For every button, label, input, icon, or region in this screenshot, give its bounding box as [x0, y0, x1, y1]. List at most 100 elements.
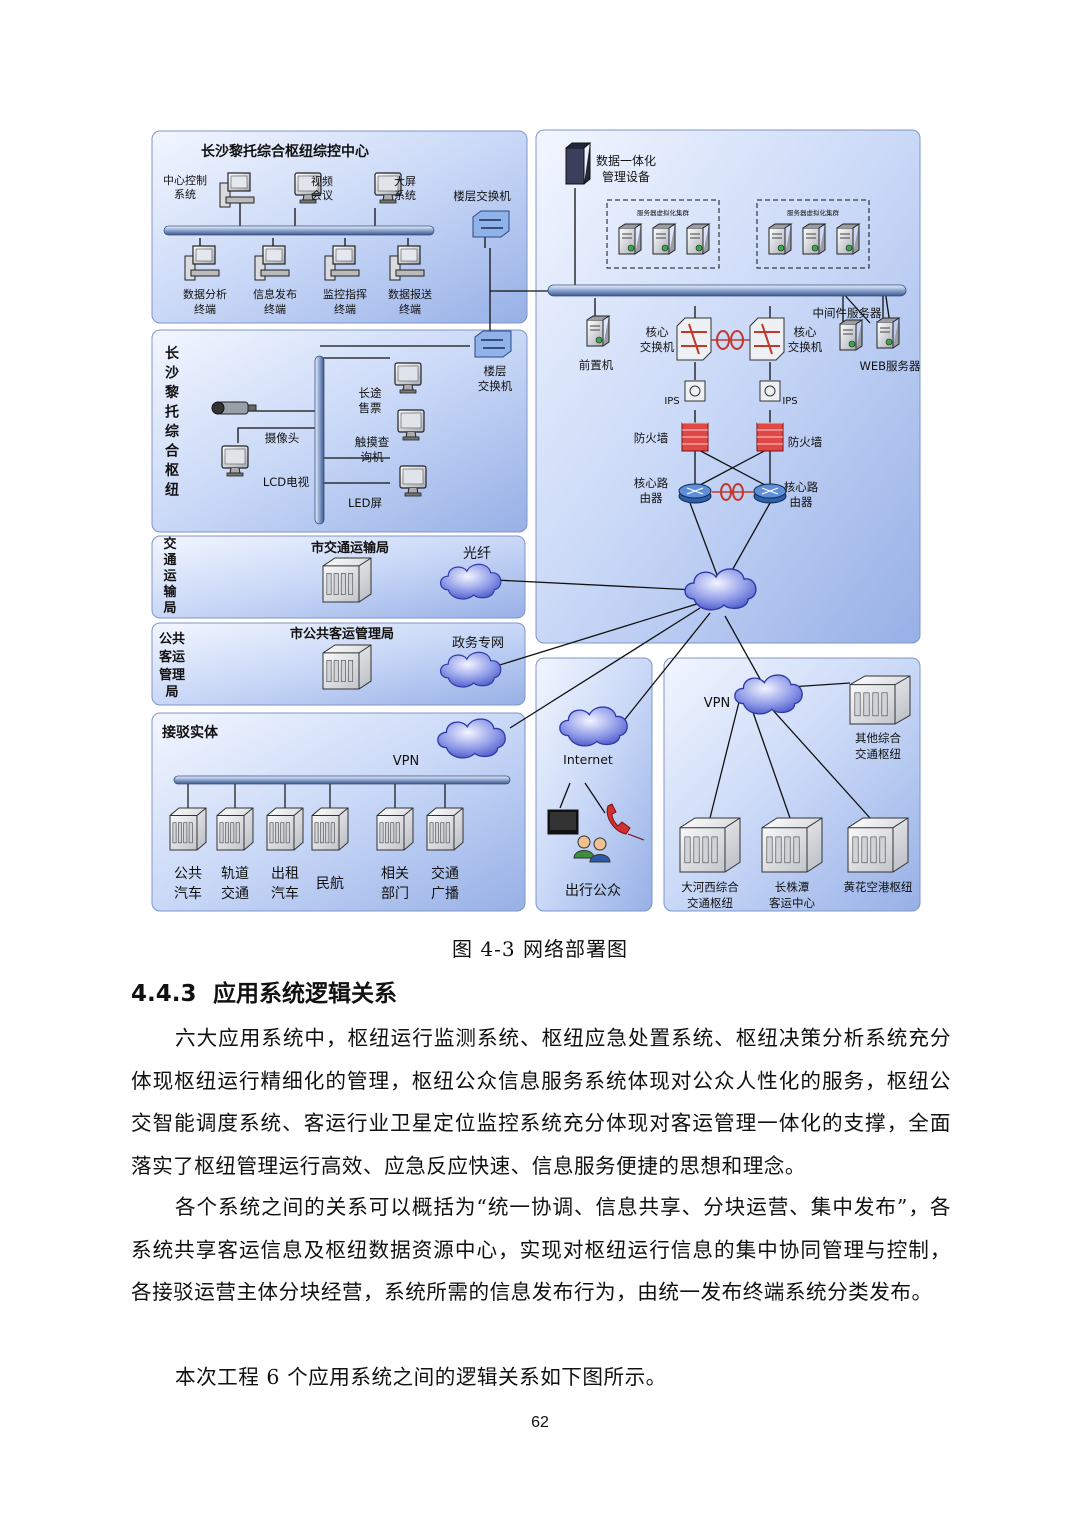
video-conference-monitor — [294, 172, 322, 204]
body-paragraph: 各个系统之间的关系可以概括为“统一协调、信息共享、分块运营、集中发布”，各系统共… — [131, 1195, 951, 1304]
svg-text:交: 交 — [163, 536, 176, 552]
transport-bureau-label: 市交通运输局 — [311, 540, 389, 556]
core-switch-right — [749, 317, 785, 361]
connect-vpn-label: VPN — [393, 754, 419, 769]
device-label: 摄像头 — [265, 431, 300, 445]
network-nodes — [169, 142, 911, 873]
svg-text:运: 运 — [163, 569, 176, 584]
section-title: 应用系统逻辑关系 — [213, 981, 397, 1007]
terminal-label: 信息发布终端 — [253, 287, 297, 316]
storage-label: 数据一体化管理设备 — [596, 153, 656, 184]
terminal-label: 监控指挥终端 — [323, 287, 367, 316]
svg-text:通: 通 — [163, 552, 176, 568]
center-control-pc — [219, 172, 255, 208]
web-server-icon — [876, 317, 901, 349]
entity-building — [426, 807, 464, 851]
core-switch-label: 核心交换机 — [788, 325, 823, 354]
hub-label: 大河西综合交通枢纽 — [681, 880, 739, 910]
front-server-icon — [586, 315, 611, 347]
ips-label: IPS — [782, 396, 797, 407]
cluster-server-icon — [836, 223, 861, 255]
phone-icon — [606, 803, 645, 841]
switch-label: 楼层交换机 — [478, 364, 513, 393]
svg-text:黎: 黎 — [165, 384, 179, 401]
device-label: 大屏系统 — [394, 174, 416, 202]
terminal-label: 数据分析终端 — [183, 287, 227, 316]
camera-icon — [211, 401, 257, 415]
lcd-tv-monitor — [221, 445, 249, 477]
gov-network-cloud — [439, 651, 502, 688]
ticket-monitor — [394, 362, 422, 394]
hub-title: 长沙黎托综合枢纽 — [165, 345, 180, 499]
hub-label: 长株潭客运中心 — [769, 880, 815, 910]
passenger-bureau-title-2: 客运 — [159, 649, 185, 665]
laptop-icon — [547, 809, 579, 835]
terminal-pc — [184, 245, 220, 281]
router-right-icon — [753, 483, 787, 504]
device-label: 中心控制系统 — [163, 173, 207, 201]
svg-text:合: 合 — [165, 443, 180, 460]
router-left-icon — [678, 483, 712, 504]
device-label: LCD电视 — [263, 475, 310, 489]
terminal-pc — [324, 245, 360, 281]
network-buses — [163, 225, 907, 785]
entity-label: 公共汽车 — [174, 866, 202, 902]
hubs-vpn-cloud — [734, 674, 803, 715]
server-cluster-box — [606, 199, 720, 269]
gov-network-label: 政务专网 — [452, 635, 504, 651]
entity-building — [266, 807, 304, 851]
svg-text:综: 综 — [165, 423, 179, 440]
link-aggregation-icon — [711, 330, 750, 350]
svg-text:沙: 沙 — [165, 366, 179, 382]
entity-building — [311, 807, 349, 851]
svg-text:长: 长 — [165, 345, 180, 362]
cluster-server-icon — [686, 223, 711, 255]
hub-building — [761, 817, 823, 873]
entity-label: 交通广播 — [431, 865, 459, 902]
other-hub-label: 其他综合交通枢纽 — [855, 731, 901, 761]
entity-label: 相关部门 — [381, 866, 409, 902]
terminal-pc — [389, 245, 425, 281]
svg-text:纽: 纽 — [165, 482, 179, 499]
transport-bureau-building — [322, 557, 372, 603]
svg-text:局: 局 — [163, 601, 176, 616]
storage-server-icon — [565, 142, 592, 185]
hub-building — [847, 817, 909, 873]
passenger-bureau-title-4: 局 — [165, 685, 178, 700]
led-monitor — [399, 465, 427, 497]
section-heading: 4.4.3 应用系统逻辑关系 — [131, 974, 397, 1008]
hub-building — [679, 817, 741, 873]
fiber-cloud — [439, 563, 502, 600]
fiber-label: 光纤 — [463, 546, 491, 562]
cluster-label: 服务器虚拟化集群 — [787, 208, 840, 217]
entity-building — [376, 807, 414, 851]
cluster-server-icon — [768, 223, 793, 255]
entity-label: 出租汽车 — [271, 866, 299, 902]
hubs-vpn-label: VPN — [704, 696, 730, 711]
device-label: 长途售票 — [359, 386, 382, 415]
passenger-bureau-label: 市公共客运管理局 — [290, 626, 394, 642]
firewall-label: 防火墙 — [788, 435, 823, 449]
passenger-bureau-building — [322, 644, 372, 690]
core-network-cloud — [684, 568, 757, 611]
cluster-server-icon — [802, 223, 827, 255]
ips-left-icon — [684, 380, 706, 402]
section-number: 4.4.3 — [131, 981, 197, 1007]
middleware-server-icon — [839, 319, 864, 351]
hub-label: 黄花空港枢纽 — [844, 880, 913, 894]
other-hub-building — [849, 675, 911, 725]
cluster-server-icon — [652, 223, 677, 255]
diagram-labels: 长沙黎托综合枢纽综控中心长沙黎托综合枢纽交通运输局公共客运管理局接驳实体中心控制… — [159, 143, 921, 910]
router-link-icon — [712, 483, 754, 501]
figure-caption: 图 4-3 网络部署图 — [452, 937, 628, 961]
floor-switch-top — [472, 210, 510, 238]
entity-label: 民航 — [316, 876, 344, 892]
firewall-left-icon — [681, 422, 709, 452]
kiosk-monitor — [397, 409, 425, 441]
entity-building — [169, 807, 207, 851]
web-server-label: WEB服务器 — [859, 359, 921, 373]
server-cluster-box — [756, 199, 870, 269]
passenger-bureau-title-3: 管理 — [159, 667, 185, 683]
control-center-title: 长沙黎托综合枢纽综控中心 — [201, 143, 369, 160]
people-icon — [573, 835, 611, 863]
